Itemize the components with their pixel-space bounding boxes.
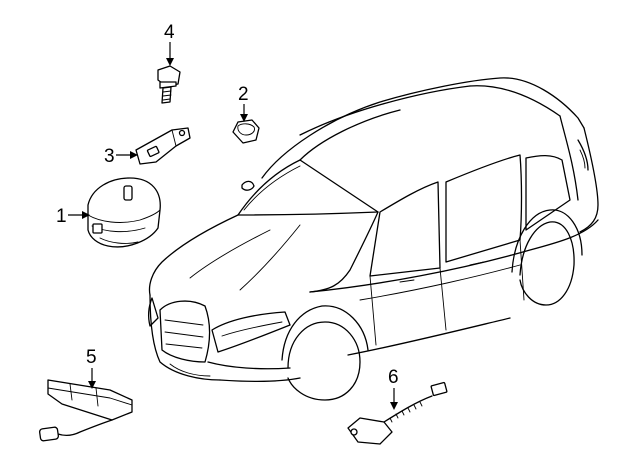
part-2-nut (232, 119, 260, 144)
callout-3: 3 (104, 146, 138, 167)
callout-2: 2 (238, 84, 249, 122)
part-4-bolt (157, 65, 181, 104)
callout-4: 4 (164, 22, 175, 66)
part-3-bracket (135, 127, 191, 165)
callout-6-label: 6 (388, 367, 399, 388)
callout-5: 5 (86, 347, 97, 389)
part-6-harness (347, 381, 448, 445)
part-5-sensor (38, 379, 133, 442)
callout-3-label: 3 (104, 146, 115, 167)
part-1-siren-unit (87, 177, 161, 248)
car-illustration (148, 77, 599, 401)
callout-5-label: 5 (86, 347, 97, 368)
callout-2-label: 2 (238, 84, 249, 105)
callout-4-label: 4 (164, 22, 175, 43)
callout-6: 6 (388, 367, 399, 410)
callout-1-label: 1 (56, 206, 67, 227)
callout-1: 1 (56, 206, 90, 227)
